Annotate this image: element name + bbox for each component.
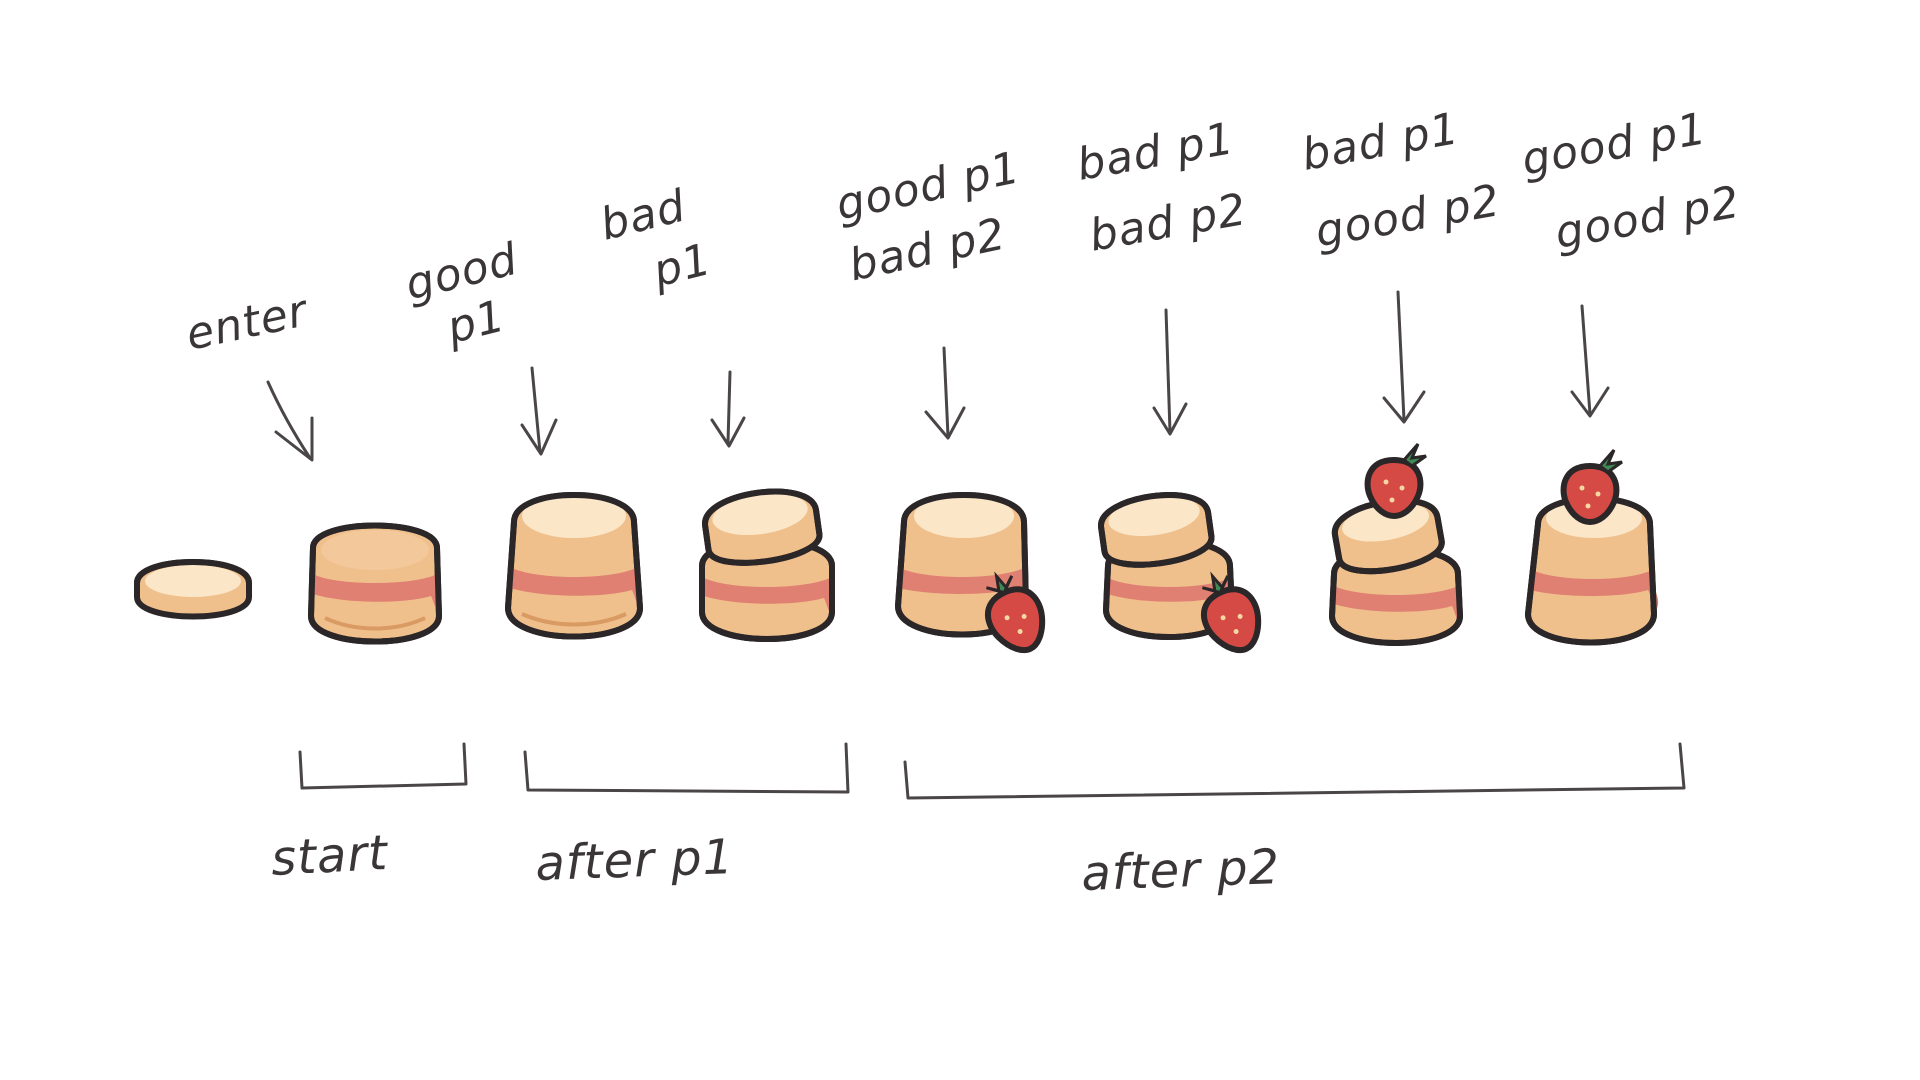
stage-label-enter-line1: enter [182, 285, 314, 361]
stage-label-good-p1: good p1 [400, 234, 523, 354]
bracket-after-p2 [903, 742, 1686, 800]
group-label-after-p1: after p1 [534, 829, 735, 892]
stage-label-bad-p1-good-p2-line1: bad p1 [1298, 103, 1463, 181]
bracket-start [298, 742, 468, 790]
stage-label-bad-p1-good-p2: bad p1 good p2 [1298, 103, 1505, 258]
pancake-stack-start [308, 522, 442, 645]
arrow-enter [266, 380, 314, 462]
arrow-good-p1 [520, 366, 558, 456]
stage-label-bad-p1-good-p2-line2: good p2 [1312, 175, 1505, 258]
bracket-after-p1 [523, 742, 850, 794]
arrow-good-p1-bad-p2 [924, 346, 966, 440]
pancake-stack-bad-p1 [699, 488, 835, 642]
stage-label-good-p1-bad-p2: good p1 bad p2 [832, 142, 1025, 291]
arrow-bad-p1 [710, 370, 746, 448]
pancake-stack-good-p1 [505, 492, 643, 640]
pancake-single [134, 559, 252, 620]
stage-label-good-p1-good-p2: good p1 good p2 [1518, 103, 1744, 260]
stage-label-good-p1-good-p2-line2: good p2 [1551, 177, 1744, 260]
stage-label-bad-p1: bad p1 [595, 180, 717, 298]
stage-label-bad-p1-bad-p2-line1: bad p1 [1073, 113, 1238, 191]
arrow-bad-p1-good-p2 [1382, 290, 1426, 424]
stage-label-good-p1-good-p2-line1: good p1 [1518, 103, 1711, 186]
pancake-stack-bad-p1-bad-p2 [1098, 492, 1235, 640]
stage-label-bad-p1-bad-p2: bad p1 bad p2 [1073, 113, 1251, 262]
stage-label-bad-p1-bad-p2-line2: bad p2 [1086, 184, 1251, 262]
strawberry-fallen-2 [1201, 571, 1262, 654]
strawberry-top-1 [1364, 443, 1427, 519]
stage-label-enter: enter [182, 285, 314, 361]
stage-label-bad-p1-line2: p1 [647, 234, 717, 298]
group-label-start: start [270, 825, 391, 887]
pancake-stack-bad-p1-good-p2 [1329, 497, 1463, 646]
strawberry-top-2 [1560, 449, 1623, 525]
group-label-after-p2: after p2 [1080, 839, 1281, 902]
strawberry-fallen-1 [985, 571, 1046, 654]
arrow-bad-p1-bad-p2 [1152, 308, 1188, 436]
arrow-good-p1-good-p2 [1570, 304, 1610, 418]
arrows [266, 290, 1610, 462]
